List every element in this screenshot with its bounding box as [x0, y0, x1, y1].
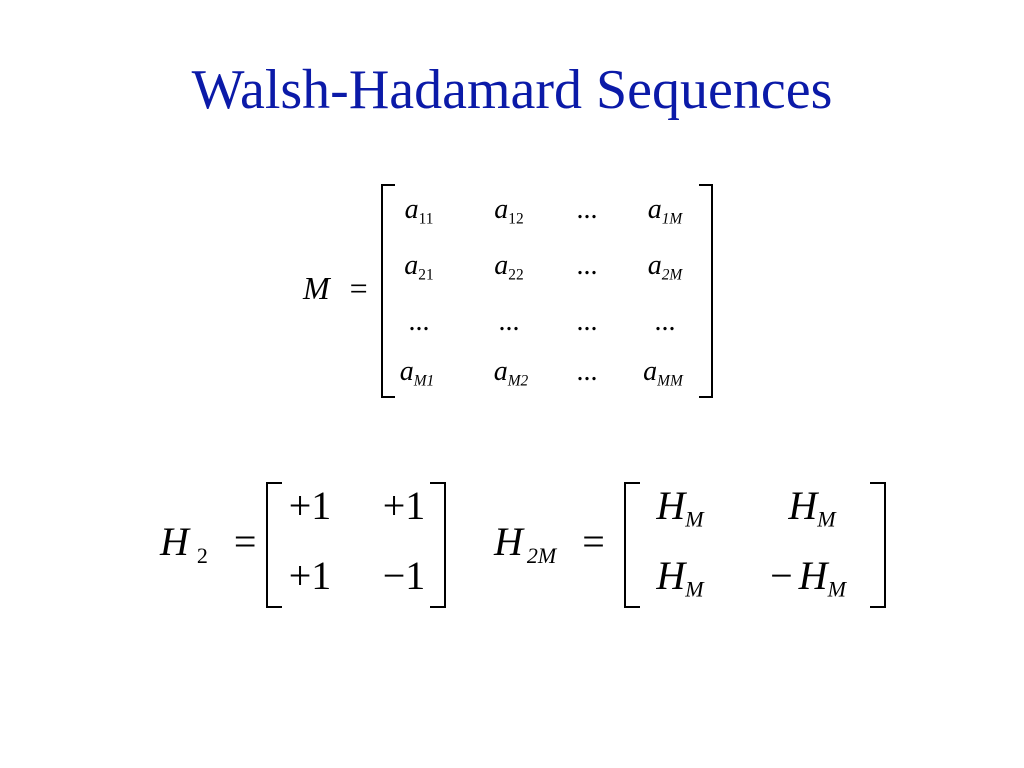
matrix-h2-cell: +1	[288, 553, 332, 598]
matrix-m-right-bracket	[699, 184, 713, 398]
matrix-m-cell: ...	[498, 306, 520, 337]
matrix-m-symbol: M	[303, 270, 330, 306]
matrix-h2m-equals: =	[582, 519, 605, 564]
matrix-m-lhs: M =	[303, 270, 368, 307]
matrix-h2m-cell: HM	[656, 553, 704, 602]
matrix-m-cell: a22	[494, 250, 524, 284]
matrix-m-equals: =	[349, 270, 368, 306]
matrix-m-cell: ...	[576, 250, 598, 281]
matrix-h2-cell: +1	[382, 483, 426, 528]
matrix-h2-equals: =	[233, 519, 257, 564]
matrix-h2-left-bracket	[266, 482, 282, 608]
matrix-m-equation: M = a11 a12 ... a1M a21 a22 ... a2M	[303, 184, 713, 398]
matrix-h2m-right-bracket	[870, 482, 886, 608]
matrix-m-cell: ...	[576, 306, 598, 337]
matrix-m-cell: a11	[404, 194, 434, 228]
slide-title: Walsh-Hadamard Sequences	[191, 59, 833, 121]
matrix-m-cell: a2M	[647, 250, 683, 284]
matrix-m-left-bracket	[381, 184, 395, 398]
matrix-m-cell: ...	[654, 306, 676, 337]
matrix-m-cell: a21	[404, 250, 434, 284]
matrix-m-cell: ...	[576, 356, 598, 387]
matrix-m-cell: ...	[408, 306, 430, 337]
matrix-h2m-left-bracket	[624, 482, 640, 608]
matrix-m-cell: a1M	[647, 194, 683, 228]
matrix-h2-cell: −1	[382, 553, 426, 598]
matrix-m-cell: aM1	[399, 356, 435, 390]
matrix-h2-symbol: H	[160, 519, 189, 564]
matrix-m-cell: ...	[576, 194, 598, 225]
matrix-h2m-cell: HM	[788, 483, 836, 532]
matrix-m-cell: aM2	[493, 356, 529, 390]
matrix-h2m-symbol: H	[494, 519, 523, 564]
matrix-m-cell: aMM	[643, 356, 683, 390]
matrix-h2-subscript: 2	[196, 542, 208, 568]
matrix-h2m-subscript: 2M	[526, 542, 557, 568]
matrix-h2-right-bracket	[430, 482, 446, 608]
matrix-h2m-cell: −HM	[770, 553, 846, 602]
matrix-h2m-cell: HM	[656, 483, 704, 532]
matrix-m-cell: a12	[494, 194, 524, 228]
matrix-h2-cell: +1	[288, 483, 332, 528]
